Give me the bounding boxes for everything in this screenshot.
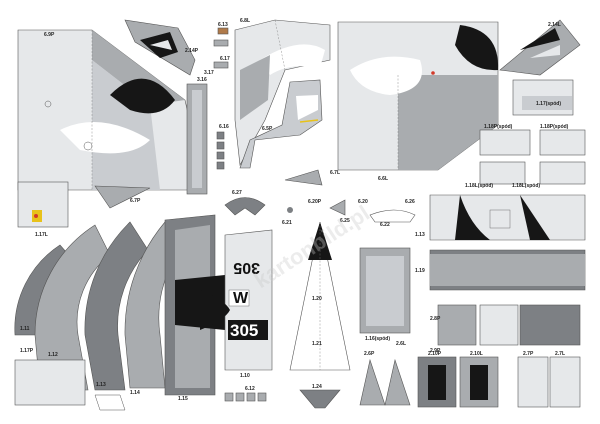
part-label: 3.16 (197, 77, 207, 83)
part-label: 1.20 (312, 296, 322, 302)
part-label: 6.20 (358, 199, 368, 205)
part-label: 1.21 (312, 341, 322, 347)
part-label: 6.13 (218, 22, 228, 28)
wing-part-2-14l: 2.14L (499, 19, 581, 76)
small-parts-6-12: 6.12 (224, 386, 267, 402)
nose-part-1-24: 1.24 (299, 384, 341, 409)
strip-3-16: 3.16 (186, 77, 208, 195)
panels-1-17-spod: 1.17(spód) (512, 79, 574, 116)
part-label: 6.16 (219, 124, 229, 130)
part-label: 6.5P (262, 126, 273, 132)
part-label: 3.17 (204, 70, 214, 76)
tail-fin-6-8l: 6.8L (234, 18, 331, 166)
part-label: 1.14 (130, 390, 140, 396)
wing-part-6-9p: 6.9P (17, 29, 206, 191)
small-squares-6-16: 6.16 (216, 124, 229, 170)
fuselage-part-1-10: 305 W 305 1.10 (200, 229, 273, 379)
part-label: 1.17L (35, 232, 48, 238)
marking-number-black: 305 (233, 259, 260, 276)
part-label: 2.7P (523, 351, 534, 357)
part-label: 1.24 (312, 384, 322, 390)
triangle-6-7p: 6.7P (94, 185, 151, 209)
part-label: 2.6L (396, 341, 406, 347)
part-label: 6.12 (245, 386, 255, 392)
part-label: 1.18P(spód) (484, 124, 513, 130)
fuselage-panel-1-19: 1.19 (415, 249, 586, 291)
part-label: 6.9P (44, 32, 55, 38)
part-label: 6.8L (240, 18, 250, 24)
part-label: 6.17 (220, 56, 230, 62)
part-label: 1.11 (20, 326, 30, 332)
rudder-6-5p: 6.5P (239, 79, 323, 169)
part-label: 2.8P (430, 316, 441, 322)
part-label: 6.7P (130, 198, 141, 204)
part-label: 6.27 (232, 190, 242, 196)
cone-part-1-20: 1.20 1.21 (289, 221, 351, 371)
small-part-bottom-left (14, 359, 126, 411)
small-parts-6-27: 6.27 6.21 6.20P 6.20 6.26 6.25 6.22 (224, 190, 416, 228)
part-label: 2.14L (548, 22, 561, 28)
part-label: 1.18L(spód) (512, 183, 540, 189)
part-label: 1.10 (240, 373, 250, 379)
part-label: 1.13 (415, 232, 425, 238)
part-label: 6.21 (282, 220, 292, 226)
detail-panels-2x: 2.8P 2.9P 2.10P 2.10L 2.7P 2.7L 2.6P 2.6… (359, 304, 581, 408)
part-label: 6.20P (308, 199, 322, 205)
part-label: 1.17(spód) (536, 101, 561, 107)
part-label: 1.16(spód) (365, 336, 390, 342)
part-label: 6.6L (378, 176, 388, 182)
part-label: 6.26 (405, 199, 415, 205)
panels-1-18: 1.18P(spód) 1.18P(spód) 1.18L(spód) 1.18… (465, 124, 586, 189)
wing-part-2-14p: 2.14P (124, 19, 199, 76)
part-label: 1.18P(spód) (540, 124, 569, 130)
part-label: 2.7L (555, 351, 565, 357)
part-label: 2.10P (428, 351, 442, 357)
wing-part-6-6l: 6.6L (337, 21, 499, 182)
part-label: 1.12 (48, 352, 58, 358)
part-label: 2.10L (470, 351, 483, 357)
part-label: 1.13 (96, 382, 106, 388)
part-label: 1.17P (20, 348, 34, 354)
triangle-6-7l: 6.7L (284, 169, 340, 186)
small-parts-6-13: 6.13 6.17 3.17 (204, 22, 230, 76)
part-label: 2.6P (364, 351, 375, 357)
part-label: 2.14P (185, 48, 199, 54)
part-label: 6.7L (330, 170, 340, 176)
marking-letter: W (233, 290, 249, 307)
fuselage-panel-1-13: 1.13 (415, 194, 586, 241)
part-label: 2.9P (430, 348, 441, 354)
marking-number-white: 305 (230, 321, 258, 340)
part-label: 1.18L(spód) (465, 183, 493, 189)
part-label: 1.15 (178, 396, 188, 402)
small-part-1-17l: 1.17L (17, 181, 69, 238)
part-label: 6.22 (380, 222, 390, 228)
part-label: 6.25 (340, 218, 350, 224)
part-label: 1.19 (415, 268, 425, 274)
cockpit-tub-1-16: 1.16(spód) (359, 247, 411, 342)
